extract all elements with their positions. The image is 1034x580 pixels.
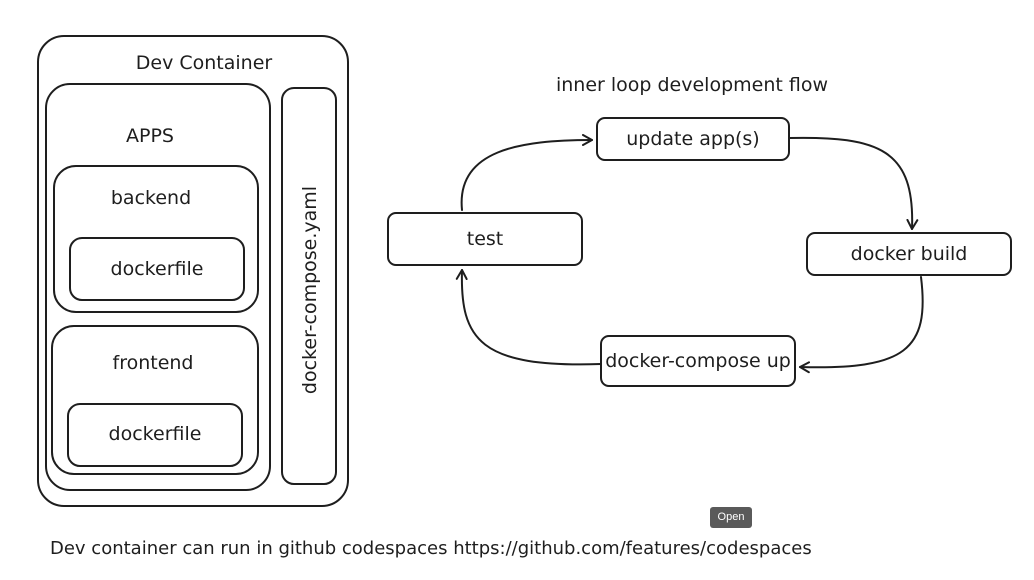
arrow-compose-to-test [455, 269, 602, 366]
apps-title: APPS [126, 125, 174, 147]
flow-title: inner loop development flow [556, 74, 828, 96]
frontend-title: frontend [113, 352, 194, 374]
dev-container-title: Dev Container [136, 52, 273, 74]
test-label: test [467, 228, 504, 250]
dev-container-box [37, 35, 349, 507]
backend-dockerfile-box [69, 237, 245, 301]
arrow-build-to-compose [799, 276, 924, 374]
compose-file-label: docker-compose.yaml [299, 186, 321, 394]
dev-container-group: Dev Container APPS backend dockerfile fr… [37, 35, 349, 507]
footer-note: Dev container can run in github codespac… [50, 538, 812, 559]
backend-box [53, 165, 259, 313]
frontend-box [51, 325, 259, 475]
frontend-dockerfile-box [67, 403, 243, 467]
open-button[interactable]: Open [710, 507, 752, 528]
update-apps-label: update app(s) [626, 128, 759, 150]
backend-dockerfile-label: dockerfile [111, 258, 204, 280]
flow-group: inner loop development flow update app(s… [387, 74, 1012, 387]
docker-compose-up-label: docker-compose up [605, 350, 791, 372]
docker-build-label: docker build [851, 243, 968, 265]
arrow-test-to-update [460, 134, 593, 211]
docker-compose-up-box [600, 335, 796, 387]
test-box [387, 212, 583, 266]
backend-title: backend [111, 187, 191, 209]
apps-box [45, 83, 271, 491]
docker-build-box [806, 232, 1012, 276]
compose-file-box [281, 87, 337, 485]
arrow-update-to-build [788, 136, 919, 230]
frontend-dockerfile-label: dockerfile [109, 423, 202, 445]
